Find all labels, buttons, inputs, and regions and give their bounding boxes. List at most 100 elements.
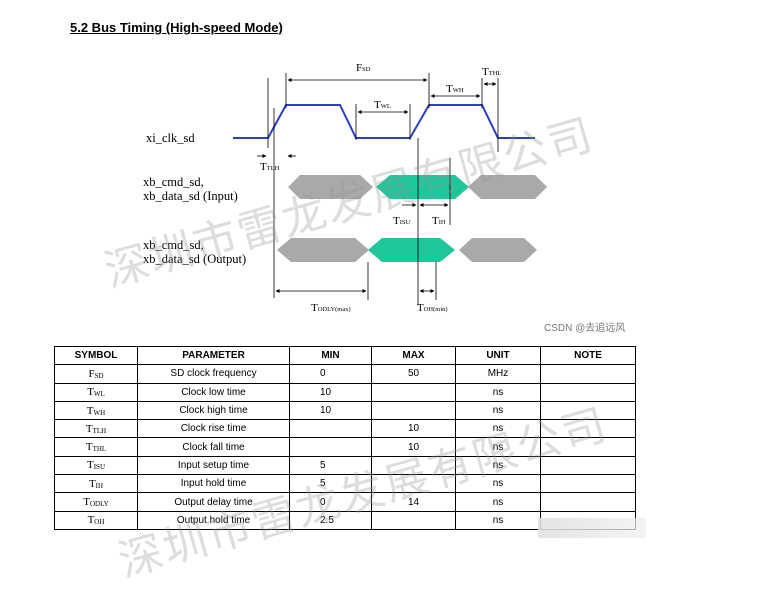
reference-lines	[267, 73, 499, 305]
symbol-cell: TWH	[54, 400, 138, 421]
symbol-main: T	[85, 422, 93, 435]
note-cell	[540, 492, 636, 512]
header-note: NOTE	[540, 345, 636, 366]
csdn-credit: CSDN @去追远风	[544, 323, 626, 334]
symbol-main: T	[87, 514, 95, 527]
todly-label: TODLY(max)	[311, 302, 351, 314]
clk-signal-label: xi_clk_sd	[146, 131, 195, 145]
min-cell: 10	[289, 382, 372, 402]
parameter-cell: Output delay time	[137, 492, 290, 512]
symbol-subscript: ODLY	[89, 500, 109, 509]
note-cell	[540, 382, 636, 402]
parameter-cell: Input setup time	[137, 455, 290, 476]
symbol-subscript: WH	[93, 408, 106, 417]
symbol-main: T	[86, 404, 94, 417]
unit-cell: MHz	[455, 364, 541, 384]
parameter-cell: Clock low time	[137, 382, 290, 402]
symbol-cell: TTLH	[54, 419, 138, 439]
tthl-label: TTHL	[482, 66, 501, 78]
note-cell	[540, 419, 636, 439]
note-cell	[540, 455, 636, 476]
ttlh-label: TTLH	[260, 161, 280, 173]
min-cell: 0	[289, 492, 372, 512]
symbol-main: T	[86, 459, 94, 472]
input-data-invalid-left	[288, 175, 373, 199]
unit-cell: ns	[455, 419, 541, 439]
output-signal-label-1: xb_cmd_sd,	[143, 238, 204, 252]
note-cell	[540, 364, 636, 384]
symbol-cell: TIH	[54, 474, 138, 494]
min-cell: 5	[289, 455, 372, 476]
input-data-invalid-right	[468, 175, 547, 199]
unit-cell: ns	[455, 510, 541, 530]
max-cell	[371, 382, 456, 402]
symbol-cell: TWL	[54, 382, 138, 402]
blur-overlay	[538, 518, 646, 538]
min-cell: 5	[289, 474, 372, 494]
min-cell: 0	[289, 364, 372, 384]
note-cell	[540, 437, 636, 457]
parameter-cell: Input hold time	[137, 474, 290, 494]
symbol-subscript: OH	[94, 518, 105, 527]
unit-cell: ns	[455, 474, 541, 494]
max-cell: 14	[371, 492, 456, 512]
parameter-cell: Output hold time	[137, 510, 290, 530]
max-cell	[371, 455, 456, 476]
max-cell: 10	[371, 419, 456, 439]
symbol-cell: FSD	[54, 364, 138, 384]
symbol-cell: TISU	[54, 455, 138, 476]
parameter-cell: Clock high time	[137, 400, 290, 421]
symbol-main: T	[87, 386, 94, 399]
dimension-arrows	[257, 78, 497, 293]
timing-diagram: xi_clk_sd xb_cmd_sd, xb_data_sd (Input) …	[143, 62, 547, 314]
header-symbol: SYMBOL	[54, 345, 138, 366]
symbol-cell: TTHL	[54, 437, 138, 457]
max-cell	[371, 400, 456, 421]
header-max: MAX	[371, 345, 456, 366]
symbol-subscript: ISU	[93, 463, 105, 472]
note-cell	[540, 474, 636, 494]
parameter-cell: Clock fall time	[137, 437, 290, 457]
max-cell: 10	[371, 437, 456, 457]
unit-cell: ns	[455, 437, 541, 457]
twh-label: TWH	[446, 83, 464, 95]
symbol-subscript: SD	[94, 371, 104, 380]
symbol-cell: TOH	[54, 510, 138, 530]
unit-cell: ns	[455, 492, 541, 512]
symbol-main: T	[83, 496, 90, 509]
min-cell	[289, 419, 372, 439]
symbol-subscript: IH	[95, 481, 104, 490]
tisu-label: TISU	[393, 215, 411, 227]
unit-cell: ns	[455, 382, 541, 402]
min-cell	[289, 437, 372, 457]
section-heading: 5.2 Bus Timing (High-speed Mode)	[70, 20, 283, 35]
symbol-main: F	[88, 367, 95, 380]
parameter-cell: Clock rise time	[137, 419, 290, 439]
twl-label: TWL	[374, 99, 391, 111]
unit-cell: ns	[455, 455, 541, 476]
max-cell: 50	[371, 364, 456, 384]
output-signal-label-2: xb_data_sd (Output)	[143, 252, 246, 266]
clock-waveform	[233, 104, 535, 139]
min-cell: 2.5	[289, 510, 372, 530]
output-data-invalid-left	[277, 238, 369, 262]
output-data-valid	[368, 238, 455, 262]
input-data-valid	[376, 175, 469, 199]
output-data-invalid-right	[459, 238, 537, 262]
symbol-main: T	[85, 441, 93, 454]
symbol-subscript: WL	[93, 390, 105, 399]
header-parameter: PARAMETER	[137, 345, 290, 366]
header-min: MIN	[289, 345, 372, 366]
toh-label: TOH(min)	[417, 302, 448, 314]
fsd-label: FSD	[356, 62, 371, 74]
input-signal-label-1: xb_cmd_sd,	[143, 175, 204, 189]
max-cell	[371, 510, 456, 530]
symbol-subscript: THL	[92, 445, 107, 454]
max-cell	[371, 474, 456, 494]
